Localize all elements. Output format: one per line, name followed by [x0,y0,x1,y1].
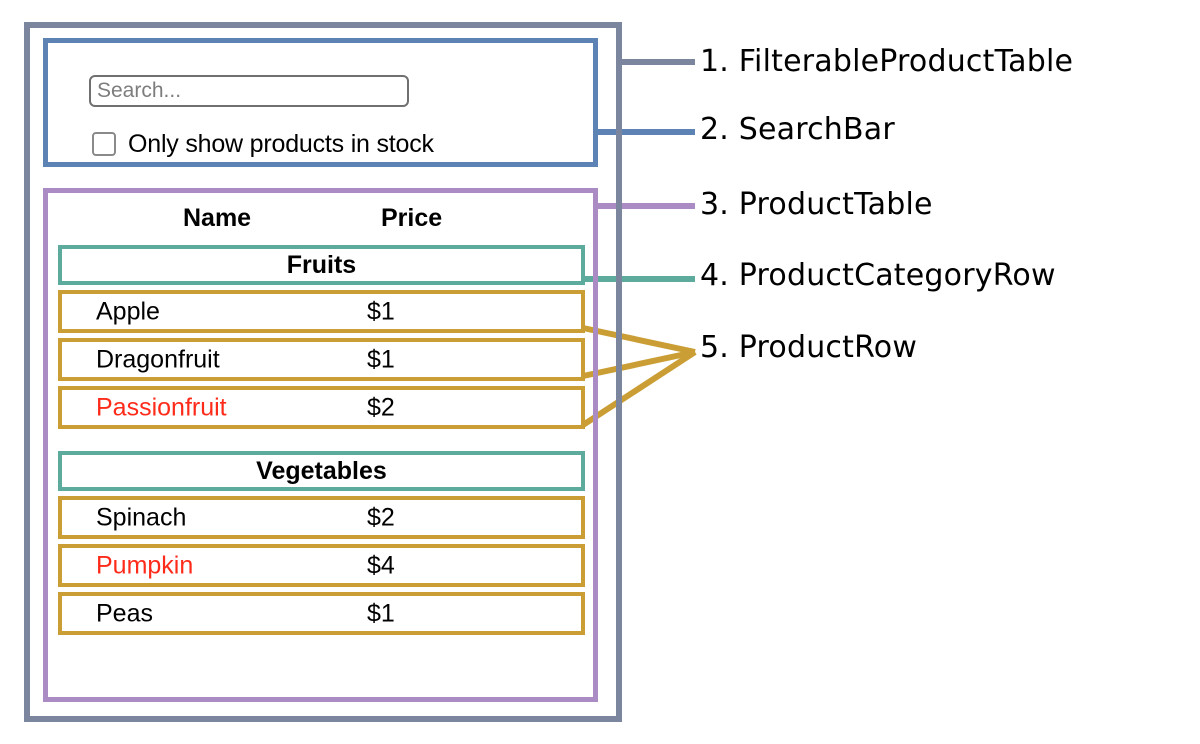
product-table-body: Name Price Fruits Apple $1 Dragonfruit $… [58,196,585,635]
search-input-placeholder: Search... [97,79,182,102]
product-price: $2 [367,503,395,531]
in-stock-filter-row[interactable]: Only show products in stock [92,127,562,161]
table-header-row: Name Price [58,196,585,240]
product-name: Dragonfruit [96,345,220,373]
legend-label-filterable-product-table: 1. FilterableProductTable [700,44,1074,79]
column-header-name: Name [183,203,252,232]
category-label: Fruits [286,250,357,279]
column-header-price: Price [381,203,443,232]
product-row[interactable]: Passionfruit $2 [58,386,585,429]
product-name: Spinach [96,503,187,531]
category-label: Vegetables [256,456,387,485]
product-row[interactable]: Pumpkin $4 [58,544,585,587]
product-category-row: Fruits [58,245,585,285]
search-bar-frame [43,38,598,167]
product-category-row: Vegetables [58,451,585,491]
product-name: Apple [96,297,160,325]
product-price: $1 [367,599,395,627]
in-stock-checkbox[interactable] [92,132,116,156]
product-row[interactable]: Dragonfruit $1 [58,338,585,381]
spacer [58,429,585,451]
product-table-frame [43,188,598,702]
product-name: Pumpkin [96,551,194,579]
search-input[interactable]: Search... [89,75,409,107]
product-row[interactable]: Peas $1 [58,592,585,635]
product-price: $1 [367,345,395,373]
legend-label-product-row: 5. ProductRow [700,330,918,365]
filterable-product-table-frame [24,22,622,722]
legend-label-search-bar: 2. SearchBar [700,112,895,147]
product-name: Peas [96,599,153,627]
product-price: $4 [367,551,395,579]
legend-label-product-category-row: 4. ProductCategoryRow [700,258,1056,293]
product-name: Passionfruit [96,393,227,421]
product-row[interactable]: Apple $1 [58,290,585,333]
legend-label-product-table: 3. ProductTable [700,187,933,222]
in-stock-checkbox-label: Only show products in stock [128,129,434,158]
product-price: $1 [367,297,395,325]
product-row[interactable]: Spinach $2 [58,496,585,539]
product-price: $2 [367,393,395,421]
